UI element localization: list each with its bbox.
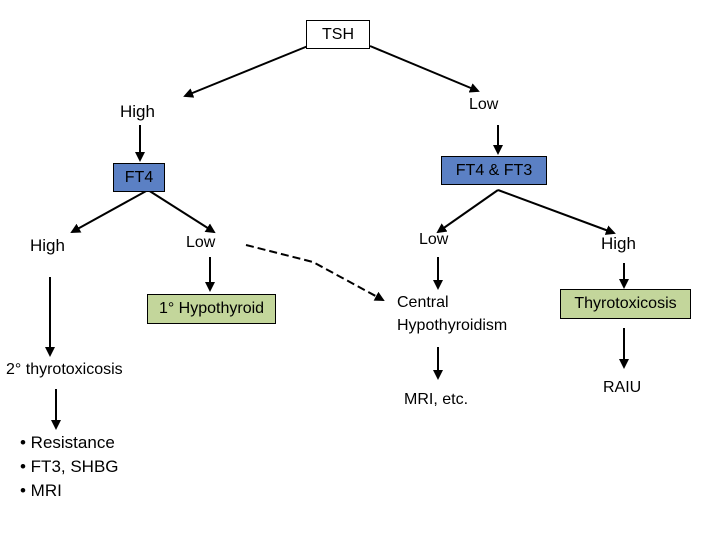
ft4-node: FT4 — [113, 163, 165, 192]
central-line-1: Central — [397, 294, 449, 311]
tsh-node: TSH — [306, 20, 370, 49]
ft4-high-label: High — [30, 236, 65, 255]
arrow-ft4-low — [147, 189, 216, 234]
arrow-tsh-high — [183, 45, 309, 98]
arrow-ft4ft3-high — [497, 189, 616, 235]
ft4-low-label: Low — [186, 234, 216, 251]
dashed-arrow-low-central — [245, 244, 385, 301]
central-line-2: Hypothyroidism — [397, 317, 508, 334]
workup-item-ft3-shbg: • FT3, SHBG — [20, 457, 119, 476]
primary-hypothyroid-node: 1° Hypothyroid — [147, 294, 276, 324]
arrow-ft4-high — [70, 189, 149, 233]
workup-item-mri: • MRI — [20, 481, 62, 500]
arrow-ft4ft3-low — [436, 189, 499, 234]
tsh-low-label: Low — [469, 96, 499, 113]
secondary-thyrotoxicosis-label: 2° thyrotoxicosis — [6, 361, 123, 378]
workup-item-resistance: • Resistance — [20, 433, 115, 452]
arrow-tsh-low — [369, 45, 480, 93]
ft4-ft3-node: FT4 & FT3 — [441, 156, 547, 185]
ft4ft3-low-label: Low — [419, 231, 449, 248]
tsh-high-label: High — [120, 102, 155, 121]
mri-etc-label: MRI, etc. — [404, 391, 469, 408]
thyrotoxicosis-node: Thyrotoxicosis — [560, 289, 691, 319]
raiu-label: RAIU — [603, 379, 642, 396]
ft4ft3-high-label: High — [601, 234, 636, 253]
